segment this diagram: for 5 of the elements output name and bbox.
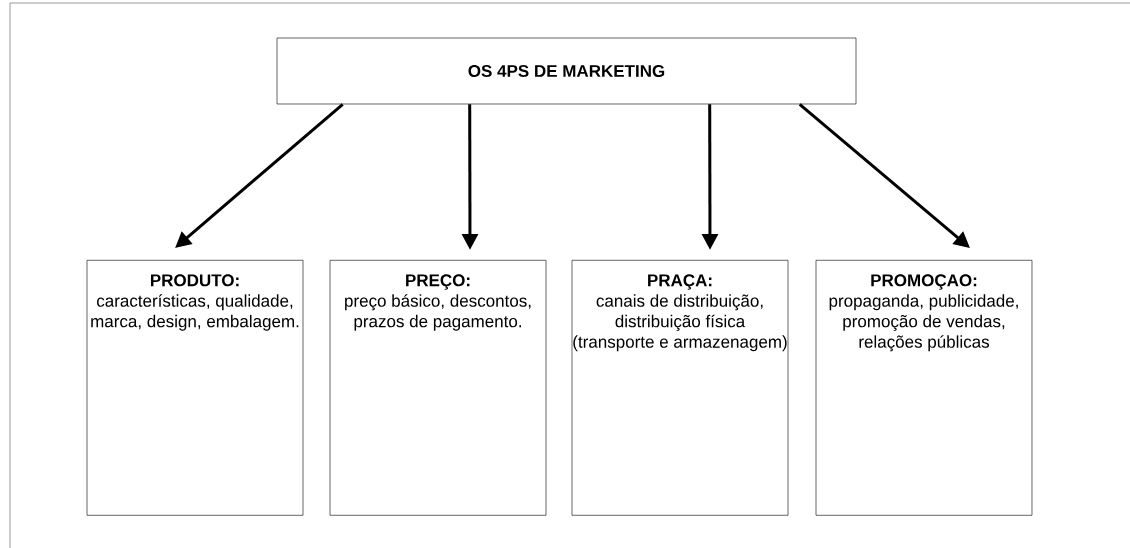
title-box: OS 4PS DE MARKETING: [276, 37, 857, 105]
category-box: PRODUTO: características, qualidade, marca, design, embalagem.: [86, 260, 304, 516]
category-box: PROMOÇAO: propaganda, publicidade, promoção de vendas, relações públicas: [815, 260, 1033, 516]
category-box: PRAÇA: canais de distribuição, distribuição física (transporte e armazenagem): [571, 260, 789, 516]
category-box: PREÇO: preço básico, descontos, prazos de pagamento.: [329, 260, 547, 516]
